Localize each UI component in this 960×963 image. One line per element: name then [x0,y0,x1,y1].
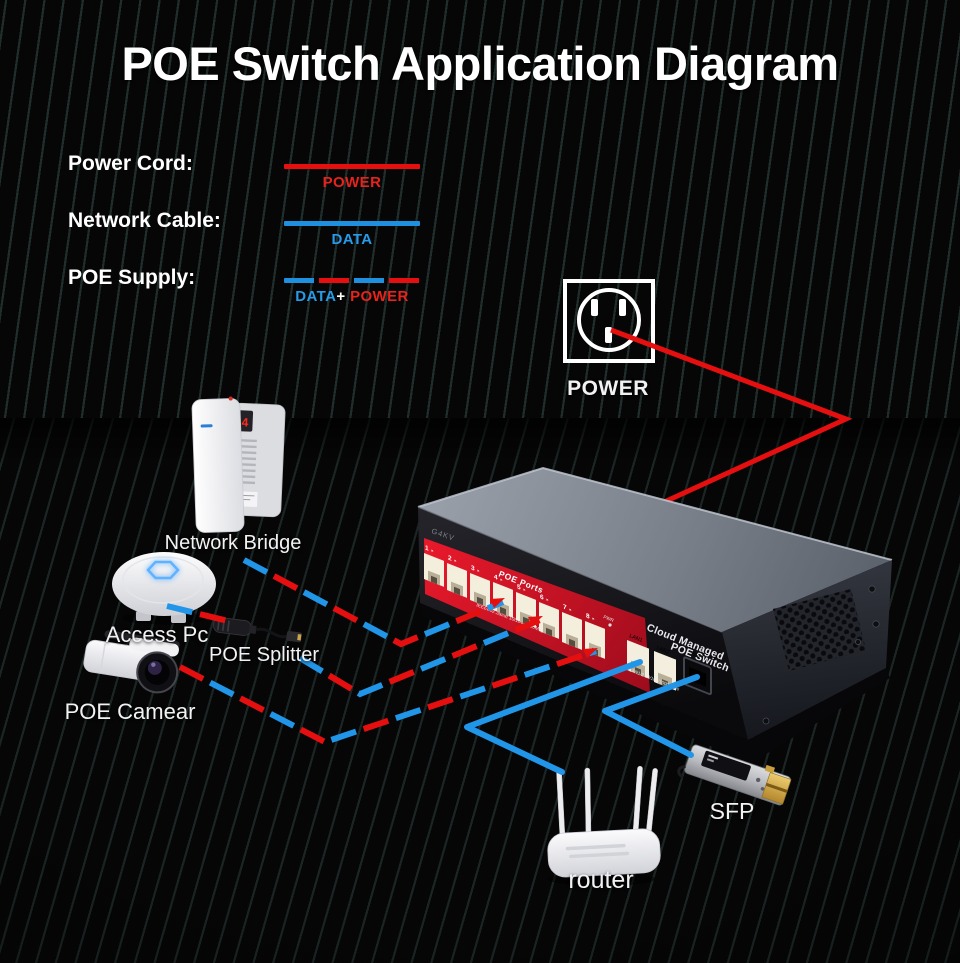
access-point-label: Access Pc [105,622,209,647]
legend-row-poe-supply: POE Supply: DATA+ POWER [68,266,427,323]
port-arrow-icon: ▸ [524,587,526,593]
port-arrow-icon: ▸ [593,616,595,622]
router-antennas [556,765,658,839]
legend-label: POE Supply: [68,266,196,289]
legend-label: Network Cable: [68,209,221,232]
legend: Power Cord: POWER Network Cable: DATA PO… [68,152,427,323]
poe-line-icon [284,278,420,283]
port-arrow-icon: ▸ [570,607,572,613]
data-line-icon [284,221,420,226]
pwr-led [608,623,612,627]
bridge-display: 4 [241,415,249,429]
legend-row-network-cable: Network Cable: DATA [68,209,427,266]
port-arrow-icon: ▸ [432,548,434,554]
port-arrow-icon: ▸ [501,577,503,583]
power-outlet-label: POWER [567,377,649,400]
port-arrow-icon: ▸ [455,558,457,564]
power-outlet-icon [563,279,655,363]
power-line-icon [284,164,420,169]
port-arrow-icon: ▸ [547,597,549,603]
power-cord-line [610,327,853,506]
sfp-module-label: SFP [709,798,755,824]
legend-label: Power Cord: [68,152,193,175]
legend-row-power-cord: Power Cord: POWER [68,152,427,209]
router-label: router [568,866,634,894]
legend-line-label: DATA+ POWER [295,288,409,305]
port-arrow-icon: ▸ [478,568,480,574]
poe-splitter-label: POE Splitter [208,644,320,666]
poe-splitter [212,617,302,643]
legend-line-label: POWER [322,174,382,191]
legend-line-label: DATA [331,231,373,248]
network-bridge: 4 [191,396,286,533]
network-bridge-label: Network Bridge [164,532,302,554]
poe-camera-label: POE Camear [64,699,196,724]
page-title: POE Switch Application Diagram [121,37,839,90]
